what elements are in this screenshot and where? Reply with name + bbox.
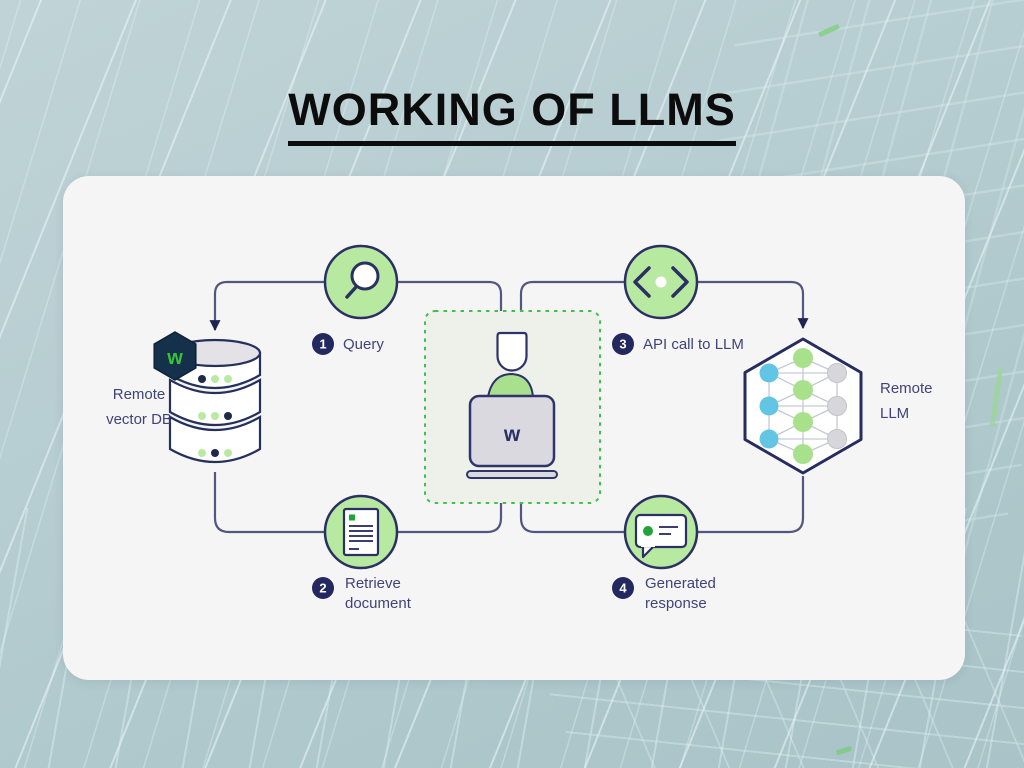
step-number-badge bbox=[312, 577, 334, 599]
llm-workflow-diagram: w w Remote vector DB bbox=[106, 244, 933, 612]
magnifier-icon bbox=[345, 261, 380, 299]
weaviate-logo-letter: w bbox=[166, 347, 183, 369]
step-label-retrieve-document: 2 Retrieve document bbox=[312, 575, 412, 612]
step-number-badge bbox=[612, 333, 634, 355]
title-bar: WORKING OF LLMS bbox=[0, 84, 1024, 146]
step-label-line2: response bbox=[645, 595, 707, 612]
neural-network-edges bbox=[768, 357, 838, 455]
document-icon bbox=[342, 507, 380, 557]
laptop-lid bbox=[468, 394, 556, 468]
remote-llm-label-line1: Remote bbox=[880, 380, 933, 397]
step-number-badge bbox=[612, 577, 634, 599]
code-brackets-icon bbox=[633, 266, 689, 298]
step-label: Query bbox=[343, 336, 384, 353]
neural-network-hexagon-icon bbox=[743, 337, 863, 475]
laptop-base bbox=[466, 470, 558, 479]
database-led-dots bbox=[198, 375, 232, 457]
step-circle-generated-response bbox=[623, 494, 699, 570]
weaviate-hexagon-logo-icon: w bbox=[153, 331, 197, 381]
step-circle-retrieve-document bbox=[323, 494, 399, 570]
laptop-logo: w bbox=[503, 423, 521, 446]
step-number: 2 bbox=[319, 581, 326, 596]
neural-network-nodes bbox=[759, 348, 847, 464]
vector-db-label-line2: vector DB bbox=[106, 411, 172, 428]
step-label-generated-response: 4 Generated response bbox=[612, 575, 716, 612]
step-number: 4 bbox=[619, 581, 627, 596]
step-label-query: 1 Query bbox=[312, 333, 384, 355]
chat-bubble-icon bbox=[634, 513, 688, 559]
step-circle-query bbox=[323, 244, 399, 320]
step-number: 3 bbox=[619, 337, 626, 352]
page-title: WORKING OF LLMS bbox=[288, 84, 736, 146]
step-label-line1: Generated bbox=[645, 575, 716, 592]
database-stack-icon: w bbox=[153, 331, 262, 464]
step-number: 1 bbox=[319, 337, 326, 352]
step-label-line1: Retrieve bbox=[345, 575, 401, 592]
step-label-api-call: 3 API call to LLM bbox=[612, 333, 744, 355]
vector-db-label-line1: Remote bbox=[113, 386, 166, 403]
step-label-line2: document bbox=[345, 595, 412, 612]
person-head bbox=[496, 331, 528, 372]
remote-llm-label-line2: LLM bbox=[880, 405, 909, 422]
step-label: API call to LLM bbox=[643, 336, 744, 353]
person-at-laptop-icon: w bbox=[466, 331, 558, 479]
person-shoulders bbox=[486, 372, 535, 398]
step-number-badge bbox=[312, 333, 334, 355]
step-circle-api-call bbox=[623, 244, 699, 320]
diagram-card: w w Remote vector DB bbox=[63, 176, 965, 680]
